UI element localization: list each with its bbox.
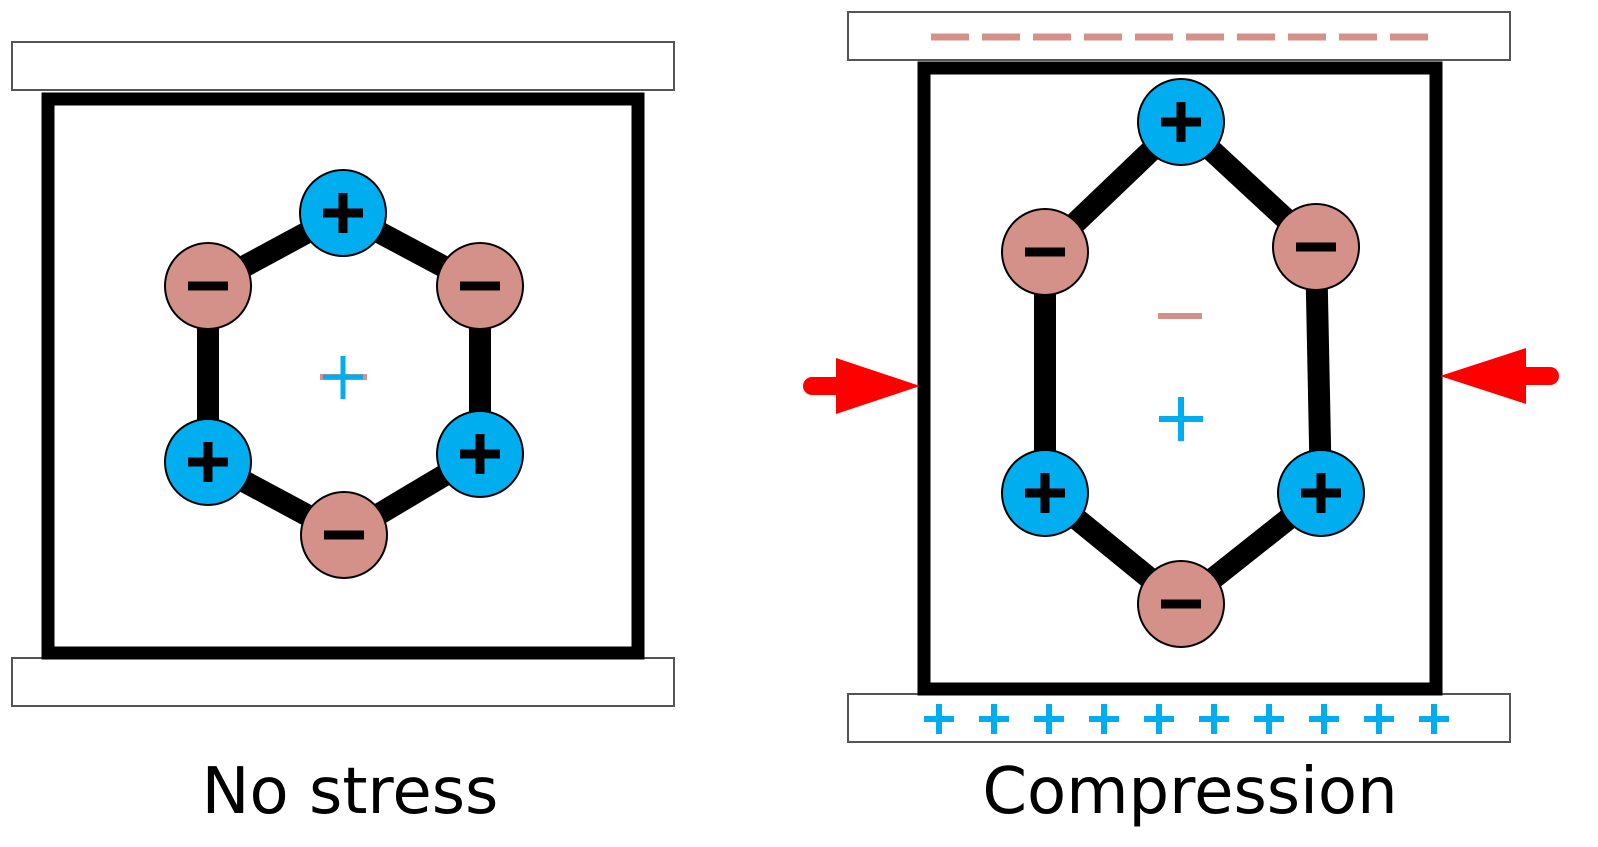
plus-sign (1161, 102, 1201, 142)
atom (1137, 78, 1225, 166)
atom (164, 242, 252, 330)
atom (300, 491, 388, 579)
atom (436, 410, 524, 498)
atom (299, 169, 387, 257)
force-arrow-right (1440, 348, 1559, 404)
center-positive (323, 356, 363, 399)
atom (1001, 449, 1089, 537)
plus-sign (460, 434, 500, 474)
arrow-head (836, 358, 920, 414)
panel-compression (803, 11, 1559, 743)
positive-charge (979, 704, 1009, 734)
center-charges (1158, 313, 1203, 441)
atom (1137, 560, 1225, 648)
positive-charge (1144, 704, 1174, 734)
positive-charge (1419, 704, 1449, 734)
top-plate (11, 41, 675, 91)
atom (1272, 203, 1360, 291)
center-positive (1159, 397, 1203, 441)
atom (1001, 208, 1089, 296)
positive-charge (1309, 704, 1339, 734)
arrow-head (1440, 348, 1526, 404)
positive-charge (1089, 704, 1119, 734)
plus-sign (1301, 473, 1341, 513)
panel-caption-compression: Compression (982, 755, 1398, 829)
panel-no-stress (11, 41, 675, 707)
bottom-plate (847, 693, 1511, 743)
force-arrow-left (803, 358, 920, 414)
positive-charge (1199, 704, 1229, 734)
positive-charge (924, 704, 954, 734)
atom (1277, 449, 1365, 537)
positive-charge (1254, 704, 1284, 734)
positive-charge (1034, 704, 1064, 734)
atom (164, 418, 252, 506)
bottom-plate-positive-charges (924, 704, 1449, 734)
positive-charge (1364, 704, 1394, 734)
bottom-plate (11, 657, 675, 707)
plus-sign (323, 193, 363, 233)
plus-sign (1025, 473, 1065, 513)
atom (436, 242, 524, 330)
panel-caption-no-stress: No stress (201, 755, 499, 829)
center-charges (320, 356, 367, 399)
plus-sign (188, 442, 228, 482)
